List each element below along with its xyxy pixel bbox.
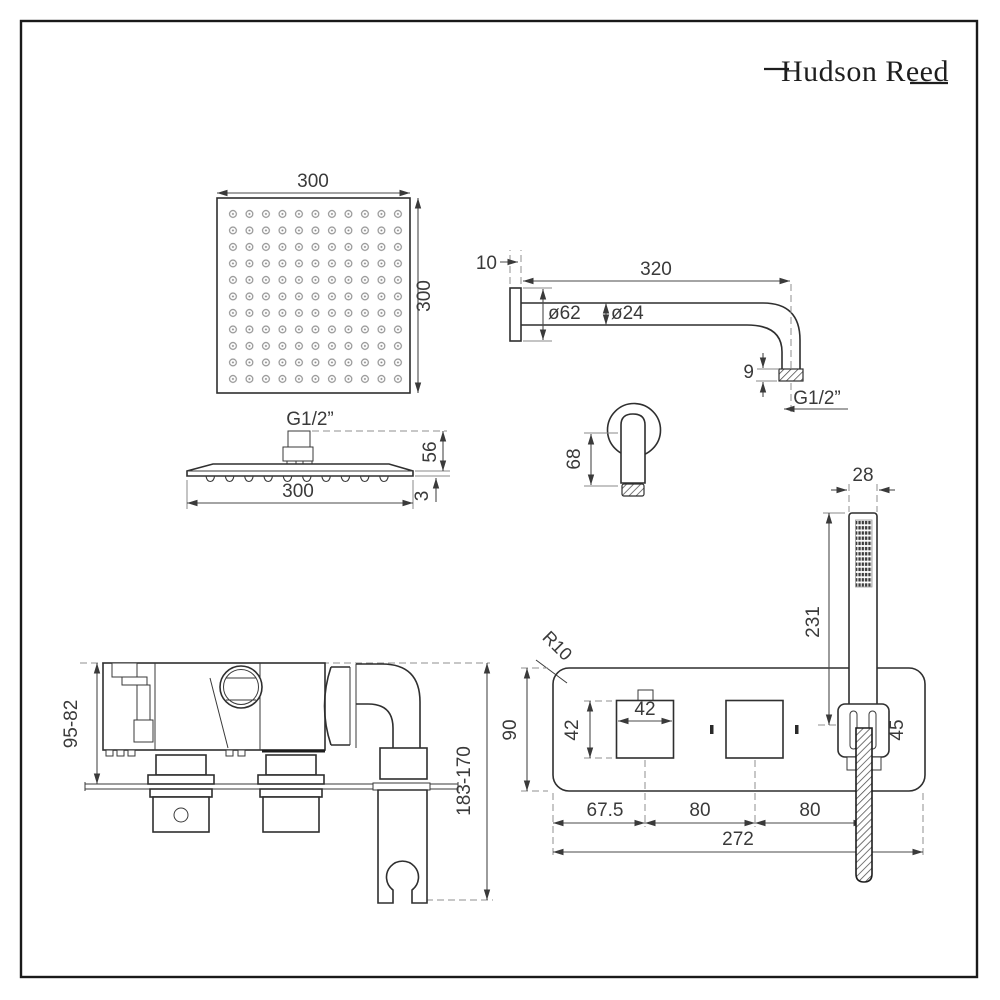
dim-handle-height-label: 42 (562, 719, 583, 740)
head-thread-label: G1/2” (286, 409, 334, 430)
arm-thread-label: G1/2” (793, 388, 841, 409)
valve-elbow-pipe-inner (356, 703, 394, 748)
dim-plate-height: 90 (500, 667, 548, 792)
side-handset-holder (377, 789, 428, 904)
dim-arm-length: 320 (523, 259, 790, 285)
dim-head-width-label: 300 (297, 171, 329, 192)
dim-elbow-height-label: 68 (564, 448, 585, 469)
arm-outlet-thread (778, 368, 804, 382)
arm-thread-callout: G1/2” (784, 388, 848, 413)
corner-radius-label: R10 (538, 627, 575, 664)
dim-handset-width: 28 (831, 465, 895, 512)
valve-inlet-port (219, 665, 263, 709)
dim-handle-height: 42 (562, 700, 612, 759)
dim-handset-length-label: 231 (803, 606, 824, 638)
dim-head-height: 300 (414, 198, 435, 393)
dim-elbow-height: 68 (564, 432, 618, 487)
showerhead-side-view: G1/2” 56 3 300 (186, 409, 450, 509)
shower-hose[interactable] (855, 727, 873, 883)
dim-arm-wall-plate-label: 10 (476, 253, 497, 274)
dim-handle-width-label: 42 (634, 699, 655, 720)
dim-arm-outlet-length-label: 9 (743, 362, 754, 383)
outlet-elbow-view: 68 (564, 402, 662, 497)
elbow-body (620, 413, 646, 484)
dim-offset-left-label: 67.5 (587, 800, 624, 821)
shower-arm-view: 10 320 ø62 ø24 9 G1/2” (476, 250, 848, 413)
dim-valve-body-depth-label: 95-82 (61, 700, 82, 749)
valve-side-view: 95-82 183-170 (61, 662, 493, 904)
side-handle-2 (262, 796, 320, 833)
valve-elbow-joint (323, 666, 350, 746)
dim-valve-overall-drop: 183-170 (454, 663, 491, 900)
dim-spacing-1-label: 80 (689, 800, 710, 821)
plate-marker-2 (795, 725, 799, 734)
handle-2[interactable] (725, 699, 784, 759)
showerhead-face (216, 197, 411, 394)
valve-front-view: R10 90 67.5 80 80 272 42 (500, 465, 926, 883)
dim-pipe-diameter: ø24 (602, 303, 644, 325)
dim-head-depth: 56 (415, 431, 450, 472)
outlet-collar (379, 747, 428, 780)
dim-head-side-width: 300 (186, 480, 414, 509)
dim-plate-width-label: 272 (722, 829, 754, 850)
side-handle-1 (152, 796, 210, 833)
head-plate-side (186, 463, 414, 477)
dim-head-side-width-label: 300 (282, 481, 314, 502)
dim-valve-body-depth: 95-82 (61, 663, 101, 784)
handset-spray-face (855, 519, 873, 588)
dim-spacing-2-label: 80 (799, 800, 820, 821)
dim-flange-diameter: ø62 (523, 287, 581, 342)
dim-plate-thickness-label: 3 (412, 491, 433, 502)
valve-elbow-pipe-outer (356, 663, 421, 748)
showerhead-front-view: 300 300 (216, 171, 435, 394)
dim-arm-outlet-length: 9 (743, 353, 779, 397)
dim-arm-wall-plate: 10 (476, 253, 518, 274)
dim-head-height-label: 300 (414, 280, 435, 312)
nozzle-grid (224, 205, 407, 388)
dim-handle-width: 42 (618, 699, 672, 725)
head-connector-thread (287, 430, 311, 448)
brand-logo: Hudson Reed (764, 55, 948, 88)
plate-marker-1 (710, 725, 714, 734)
dim-plate-thickness: 3 (412, 475, 450, 502)
dim-head-width: 300 (217, 171, 410, 197)
dim-handset-length: 231 (803, 512, 845, 726)
dim-handle-offsets: 67.5 80 80 (553, 800, 864, 827)
dim-plate-height-label: 90 (500, 719, 521, 740)
dim-valve-overall-drop-label: 183-170 (454, 746, 475, 816)
dim-flange-diameter-label: ø62 (548, 303, 581, 324)
dim-handset-width-label: 28 (852, 465, 873, 486)
dim-holder-size-label: 45 (887, 719, 908, 740)
dim-head-depth-label: 56 (420, 441, 441, 462)
elbow-thread (621, 483, 645, 497)
head-connector-body (282, 446, 314, 462)
page-border (19, 19, 979, 979)
handle-1[interactable] (615, 699, 675, 759)
arm-pipe-inner (521, 324, 783, 369)
arm-wall-flange (509, 287, 522, 342)
side-handle-button (173, 807, 189, 823)
dim-arm-length-label: 320 (640, 259, 672, 280)
dim-pipe-diameter-label: ø24 (611, 303, 644, 324)
